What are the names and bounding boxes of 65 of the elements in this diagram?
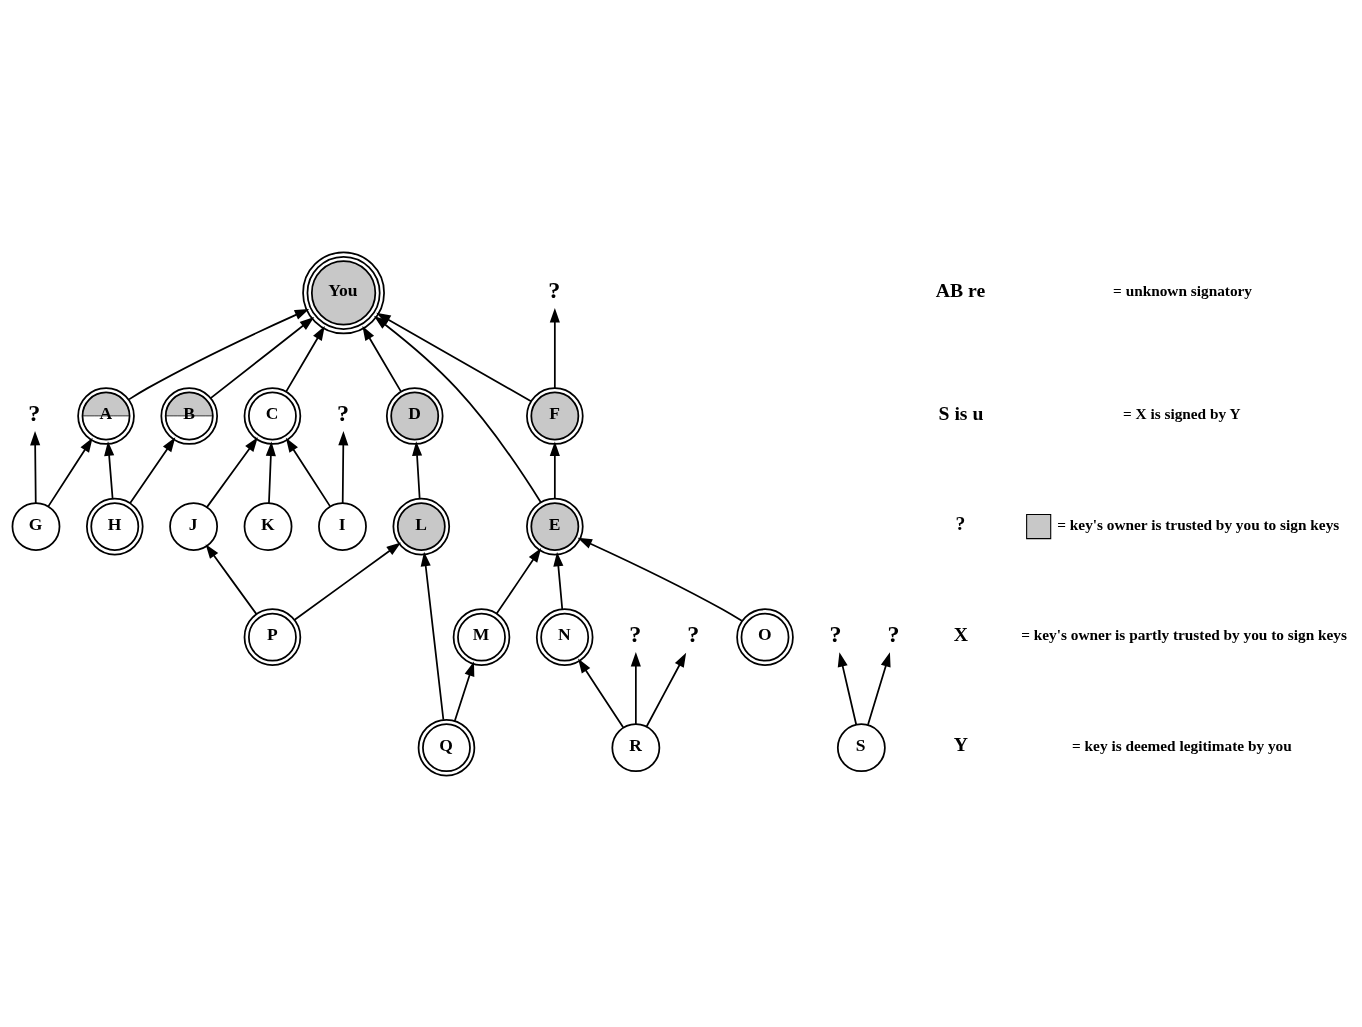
legend-label: = X is signed by Y	[1122, 404, 1241, 422]
node-text: ?	[28, 399, 41, 426]
node-circle: H	[86, 497, 144, 555]
node-circle: C	[243, 386, 302, 445]
node-circle: K	[243, 501, 293, 551]
arrow	[209, 316, 315, 399]
arrow	[104, 440, 115, 500]
node-text: ?	[629, 620, 642, 647]
label: ?	[955, 511, 966, 534]
legend-label: = key's owner is partly trusted by you to sign keys	[1021, 625, 1347, 643]
node-circle: M	[452, 607, 511, 666]
node-circle: B	[160, 386, 218, 445]
legend-label: = unknown signatory	[1113, 281, 1253, 299]
arrow	[362, 325, 402, 392]
node-circle: J	[169, 501, 218, 551]
node-circle: You	[302, 251, 385, 334]
arrow	[577, 537, 743, 622]
node-circle: S	[836, 722, 886, 772]
arrow	[30, 430, 41, 504]
node-circle: G	[11, 501, 61, 551]
node-circle: Q	[417, 718, 476, 776]
arrow	[495, 547, 542, 614]
node-circle: A	[77, 386, 135, 445]
node-circle: O	[736, 607, 794, 666]
label: Y	[953, 732, 969, 755]
arrow	[206, 436, 258, 508]
node-circle: E	[526, 497, 584, 555]
node-text: ?	[337, 399, 350, 426]
node-circle: L	[392, 497, 451, 555]
legend-label: = key's owner is trusted by you to sign keys	[1057, 515, 1340, 533]
arrow	[837, 651, 858, 726]
node-text: ?	[548, 276, 561, 303]
arrow	[553, 551, 564, 610]
arrow	[293, 541, 401, 621]
arrow	[265, 441, 276, 504]
arrow	[549, 307, 560, 389]
node-text: ?	[887, 620, 900, 647]
arrow	[412, 440, 423, 500]
arrow	[285, 437, 331, 507]
arrow	[630, 651, 641, 725]
node-circle: D	[385, 386, 444, 445]
label: X	[953, 622, 969, 645]
node-circle: R	[611, 722, 661, 772]
label: AB re	[935, 278, 986, 301]
node-text: ?	[687, 620, 700, 647]
node-text: ?	[829, 620, 842, 647]
arrow	[420, 551, 445, 721]
arrow	[338, 430, 349, 504]
arrow	[47, 437, 93, 507]
arrow	[549, 441, 560, 499]
node-circle: F	[526, 386, 584, 445]
arrow	[645, 652, 687, 727]
arrow	[285, 325, 325, 392]
arrow	[376, 312, 532, 402]
arrow	[578, 658, 624, 728]
label: S is u	[938, 401, 984, 424]
arrow	[867, 651, 891, 726]
node-circle: N	[535, 607, 594, 666]
arrow	[128, 308, 310, 400]
arrow	[205, 543, 258, 615]
node-circle: P	[243, 607, 302, 666]
node-circle: I	[318, 501, 367, 551]
arrow	[453, 661, 475, 722]
legend-label: = key is deemed legitimate by you	[1072, 736, 1292, 754]
arrow	[129, 436, 176, 504]
